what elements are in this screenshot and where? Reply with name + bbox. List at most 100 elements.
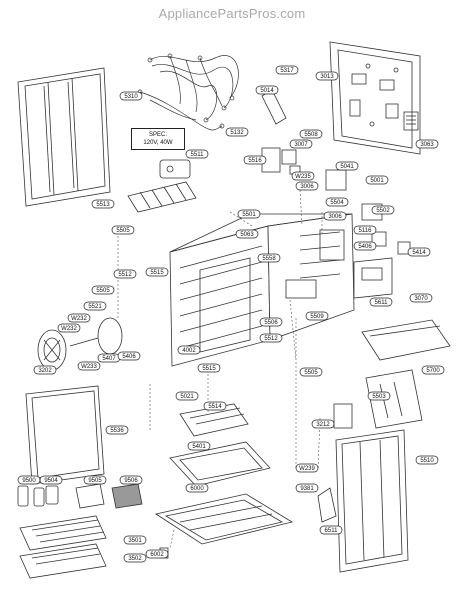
part-label-text: 5508 <box>304 132 318 138</box>
part-label-pill <box>353 225 377 235</box>
part-label-pill <box>259 333 283 343</box>
part-label-pill <box>295 483 319 493</box>
part-label-text: 5407 <box>102 356 116 362</box>
part-label-pill <box>119 475 143 485</box>
part-label-text: 3070 <box>414 296 428 302</box>
latch-3212 <box>333 403 353 429</box>
part-label-text: 5515 <box>150 270 164 276</box>
part-label-w232: W232 <box>67 313 91 323</box>
part-label-9505: 9505 <box>83 475 107 485</box>
part-label-pill <box>175 391 199 401</box>
part-label-text: 9381 <box>300 486 314 492</box>
part-label-5513: 5513 <box>91 199 115 209</box>
part-label-3006: 3006 <box>295 181 319 191</box>
part-label-pill <box>117 351 141 361</box>
part-label-5401: 5401 <box>187 441 211 451</box>
part-label-pill <box>259 317 283 327</box>
part-label-5505: 5505 <box>299 367 323 377</box>
part-label-pill <box>185 483 209 493</box>
part-label-pill <box>323 211 347 221</box>
part-label-pill <box>243 155 267 165</box>
part-label-pill <box>291 171 315 181</box>
oven-cavity <box>169 213 355 367</box>
part-label-text: 5310 <box>124 94 138 100</box>
part-label-pill <box>275 65 299 75</box>
part-label-pill <box>33 365 57 375</box>
part-label-pill <box>145 549 169 559</box>
part-label-text: 5536 <box>110 428 124 434</box>
part-label-5505: 5505 <box>91 285 115 295</box>
part-label-pill <box>91 199 115 209</box>
part-label-text: 6511 <box>325 528 339 534</box>
part-label-pill <box>305 311 329 321</box>
part-label-text: 5509 <box>310 314 324 320</box>
part-label-text: 5001 <box>370 178 384 184</box>
bracket-5317 <box>261 89 287 125</box>
part-label-text: 6002 <box>150 552 164 558</box>
part-label-pill <box>83 301 107 311</box>
part-label-5512: 5512 <box>259 333 283 343</box>
part-label-5515: 5515 <box>145 267 169 277</box>
part-label-pill <box>105 425 129 435</box>
part-label-w235: W235 <box>291 171 315 181</box>
part-label-text: 4002 <box>182 348 196 354</box>
part-label-text: 5558 <box>262 256 276 262</box>
part-label-text: 3006 <box>300 184 314 190</box>
part-label-pill <box>113 269 137 279</box>
part-label-text: W239 <box>299 466 315 472</box>
part-label-text: 3501 <box>128 538 142 544</box>
part-label-text: 5515 <box>202 366 216 372</box>
part-label-text: 5503 <box>372 394 386 400</box>
part-label-pill <box>295 181 319 191</box>
part-label-text: 3212 <box>316 422 330 428</box>
part-label-pill <box>371 205 395 215</box>
part-label-5521: 5521 <box>83 301 107 311</box>
part-label-3070: 3070 <box>409 293 433 303</box>
part-label-text: 5502 <box>376 208 390 214</box>
part-label-5406: 5406 <box>353 241 377 251</box>
part-label-pill <box>289 139 313 149</box>
part-label-w239: W239 <box>295 463 319 473</box>
part-label-pill <box>311 419 335 429</box>
part-label-pill <box>91 285 115 295</box>
part-label-pill <box>145 267 169 277</box>
part-label-9500: 9500 <box>17 475 41 485</box>
part-label-pill <box>123 535 147 545</box>
part-label-5512: 5512 <box>113 269 137 279</box>
part-label-5558: 5558 <box>257 253 281 263</box>
part-label-text: 3202 <box>38 368 52 374</box>
part-label-3202: 3202 <box>33 365 57 375</box>
part-label-5317: 5317 <box>275 65 299 75</box>
hinge-bracket <box>365 369 423 429</box>
part-label-text: 5132 <box>230 130 244 136</box>
part-label-pill <box>421 365 445 375</box>
part-label-pill <box>123 553 147 563</box>
part-label-3501: 3501 <box>123 535 147 545</box>
part-label-5041: 5041 <box>335 161 359 171</box>
part-label-3212: 3212 <box>311 419 335 429</box>
accessories <box>17 483 143 509</box>
part-label-text: 5504 <box>330 200 344 206</box>
part-label-pill <box>315 71 339 81</box>
part-label-text: 3063 <box>420 142 434 148</box>
part-label-text: 3502 <box>128 556 142 562</box>
part-label-pill <box>197 363 221 373</box>
part-label-5310: 5310 <box>119 91 143 101</box>
part-label-text: 5116 <box>359 228 373 234</box>
part-label-pill <box>295 463 319 473</box>
part-label-text: 9504 <box>44 478 58 484</box>
part-label-pill <box>415 455 439 465</box>
part-label-5700: 5700 <box>421 365 445 375</box>
drawer-bottom <box>154 493 294 545</box>
part-label-pill <box>415 139 439 149</box>
part-label-9381: 9381 <box>295 483 319 493</box>
part-label-5511: 5511 <box>185 149 209 159</box>
part-label-5021: 5021 <box>175 391 199 401</box>
wire-racks <box>19 515 107 579</box>
part-label-5116: 5116 <box>353 225 377 235</box>
part-label-text: W233 <box>81 364 97 370</box>
part-label-5001: 5001 <box>365 175 389 185</box>
part-label-text: 5512 <box>264 336 278 342</box>
